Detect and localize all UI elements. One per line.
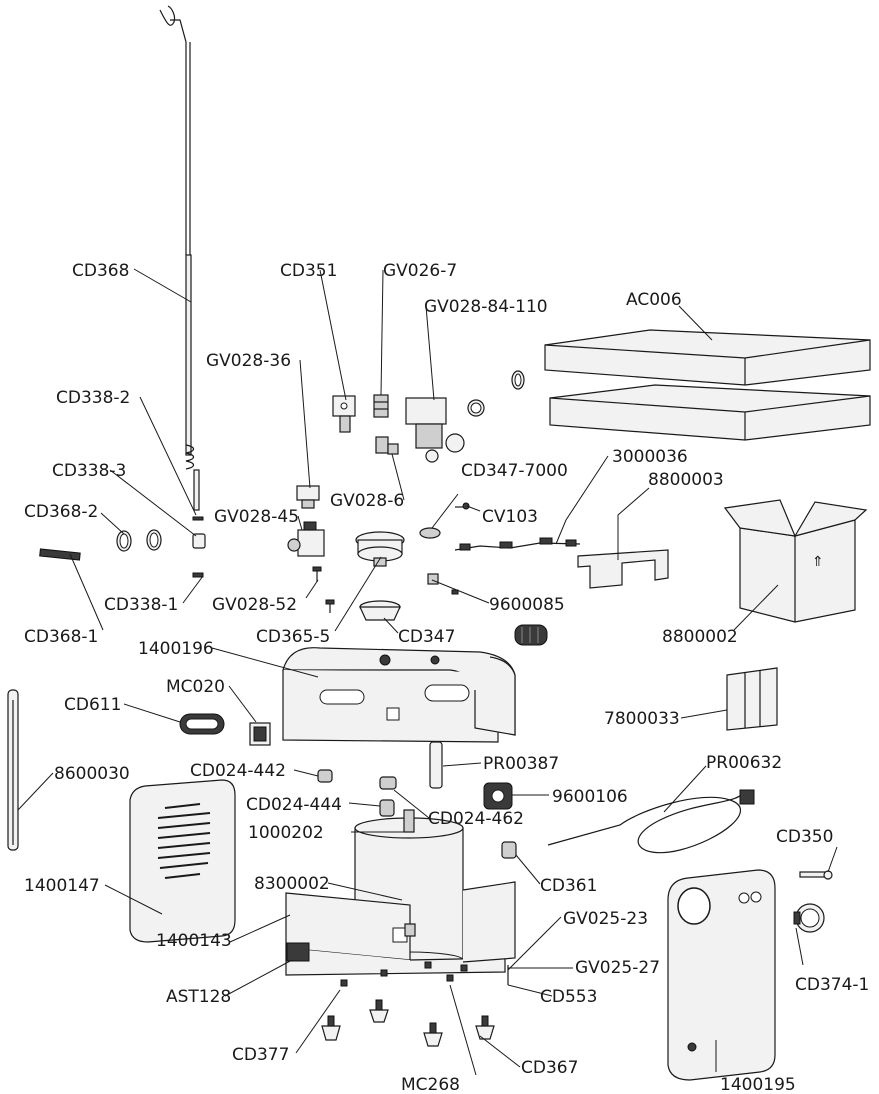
part-cv103 <box>455 502 470 510</box>
part-cd374-1-gauge <box>793 903 825 933</box>
part-cd024-fittings <box>317 769 397 817</box>
label-cd365-5: CD365-5 <box>256 627 330 647</box>
label-8300002: 8300002 <box>254 874 330 894</box>
label-1400143: 1400143 <box>156 931 232 951</box>
part-feet <box>321 999 495 1047</box>
label-cd350: CD350 <box>776 827 833 847</box>
part-3000036-wiring <box>454 537 581 551</box>
label-cd351: CD351 <box>280 261 337 281</box>
part-small-screws <box>340 961 468 987</box>
label-cd347: CD347 <box>398 627 455 647</box>
label-gv028-84-110: GV028-84-110 <box>424 297 548 317</box>
label-ac006: AC006 <box>626 290 682 310</box>
part-gv028-84-110-solenoid <box>405 397 465 463</box>
callout-labels: CD368 CD351 GV026-7 GV028-84-110 AC006 G… <box>24 261 869 1094</box>
part-cd368-steam-wand <box>159 5 200 511</box>
part-1400196-top-cover <box>282 647 516 743</box>
part-cd351-valve <box>332 395 356 433</box>
part-ac006-foam-sheets <box>544 329 871 441</box>
leader-lines <box>17 268 838 1076</box>
label-cv103: CV103 <box>482 507 538 527</box>
part-cd347-knob <box>359 600 401 621</box>
label-cd024-442: CD024-442 <box>190 761 286 781</box>
label-1400147: 1400147 <box>24 876 100 896</box>
label-cd024-462: CD024-462 <box>428 809 524 829</box>
label-8600030: 8600030 <box>54 764 130 784</box>
label-mc268: MC268 <box>401 1075 460 1094</box>
label-mc020: MC020 <box>166 677 225 697</box>
label-pr00632: PR00632 <box>706 753 782 773</box>
part-8600030-ruler <box>7 689 19 851</box>
part-1400143-base <box>285 881 516 976</box>
label-cd368: CD368 <box>72 261 129 281</box>
part-ast128-connector <box>286 942 310 962</box>
part-cd365-5-knob <box>355 531 405 567</box>
label-8800002: 8800002 <box>662 627 738 647</box>
part-cd347-7000-disc <box>419 527 441 539</box>
part-8800003-bracket <box>577 549 669 589</box>
part-gv028-6-elbow <box>375 436 399 455</box>
part-cd350-pin <box>799 870 833 880</box>
label-1400195: 1400195 <box>720 1075 796 1094</box>
label-pr00387: PR00387 <box>483 754 559 774</box>
part-8300002-board <box>404 923 416 937</box>
label-cd367: CD367 <box>521 1058 578 1078</box>
label-gv025-23: GV025-23 <box>563 909 648 929</box>
part-filter-basket <box>514 624 548 646</box>
part-cd368-1-brush <box>39 548 81 561</box>
part-1400195-side-panel <box>667 869 776 1081</box>
part-9600106-connector <box>483 782 513 810</box>
part-gv026-7-fitting <box>373 394 389 418</box>
label-cd338-3: CD338-3 <box>52 461 126 481</box>
label-9600106: 9600106 <box>552 787 628 807</box>
label-cd361: CD361 <box>540 876 597 896</box>
part-small-orings <box>467 370 525 417</box>
label-gv028-52: GV028-52 <box>212 595 297 615</box>
label-gv025-27: GV025-27 <box>575 958 660 978</box>
svg-text:⇑: ⇑ <box>812 554 824 570</box>
part-7800033-manual <box>726 667 778 731</box>
label-cd338-1: CD338-1 <box>104 595 178 615</box>
label-gv026-7: GV026-7 <box>383 261 457 281</box>
label-cd024-444: CD024-444 <box>246 795 342 815</box>
part-cd338-fittings <box>192 516 206 578</box>
label-7800033: 7800033 <box>604 709 680 729</box>
part-cd368-2-orings <box>116 529 162 552</box>
label-8800003: 8800003 <box>648 470 724 490</box>
part-gv028-36-switch <box>296 485 320 509</box>
label-1000202: 1000202 <box>248 823 324 843</box>
label-cd347-7000: CD347-7000 <box>461 461 568 481</box>
label-cd374-1: CD374-1 <box>795 975 869 995</box>
label-gv028-6: GV028-6 <box>330 491 404 511</box>
label-cd611: CD611 <box>64 695 121 715</box>
part-9600085 <box>427 573 459 595</box>
part-1400147-drip-cover <box>129 779 236 943</box>
label-cd377: CD377 <box>232 1045 289 1065</box>
part-8800002-box: ⇑ <box>723 499 868 623</box>
part-gv028-45-assembly <box>287 521 325 557</box>
label-cd338-2: CD338-2 <box>56 388 130 408</box>
part-gv028-52-screws <box>312 566 335 613</box>
label-9600085: 9600085 <box>489 595 565 615</box>
label-cd368-1: CD368-1 <box>24 627 98 647</box>
part-cd361-fitting <box>501 841 517 859</box>
part-pr00387-tube <box>429 741 443 789</box>
part-pr00632-power-cord <box>547 789 755 854</box>
label-gv028-36: GV028-36 <box>206 351 291 371</box>
part-mc020-switch <box>249 722 271 746</box>
label-cd553: CD553 <box>540 987 597 1007</box>
part-cd611-gasket <box>179 713 225 735</box>
label-ast128: AST128 <box>166 987 231 1007</box>
label-gv028-45: GV028-45 <box>214 507 299 527</box>
label-3000036: 3000036 <box>612 447 688 467</box>
label-1400196: 1400196 <box>138 639 214 659</box>
label-cd368-2: CD368-2 <box>24 502 98 522</box>
